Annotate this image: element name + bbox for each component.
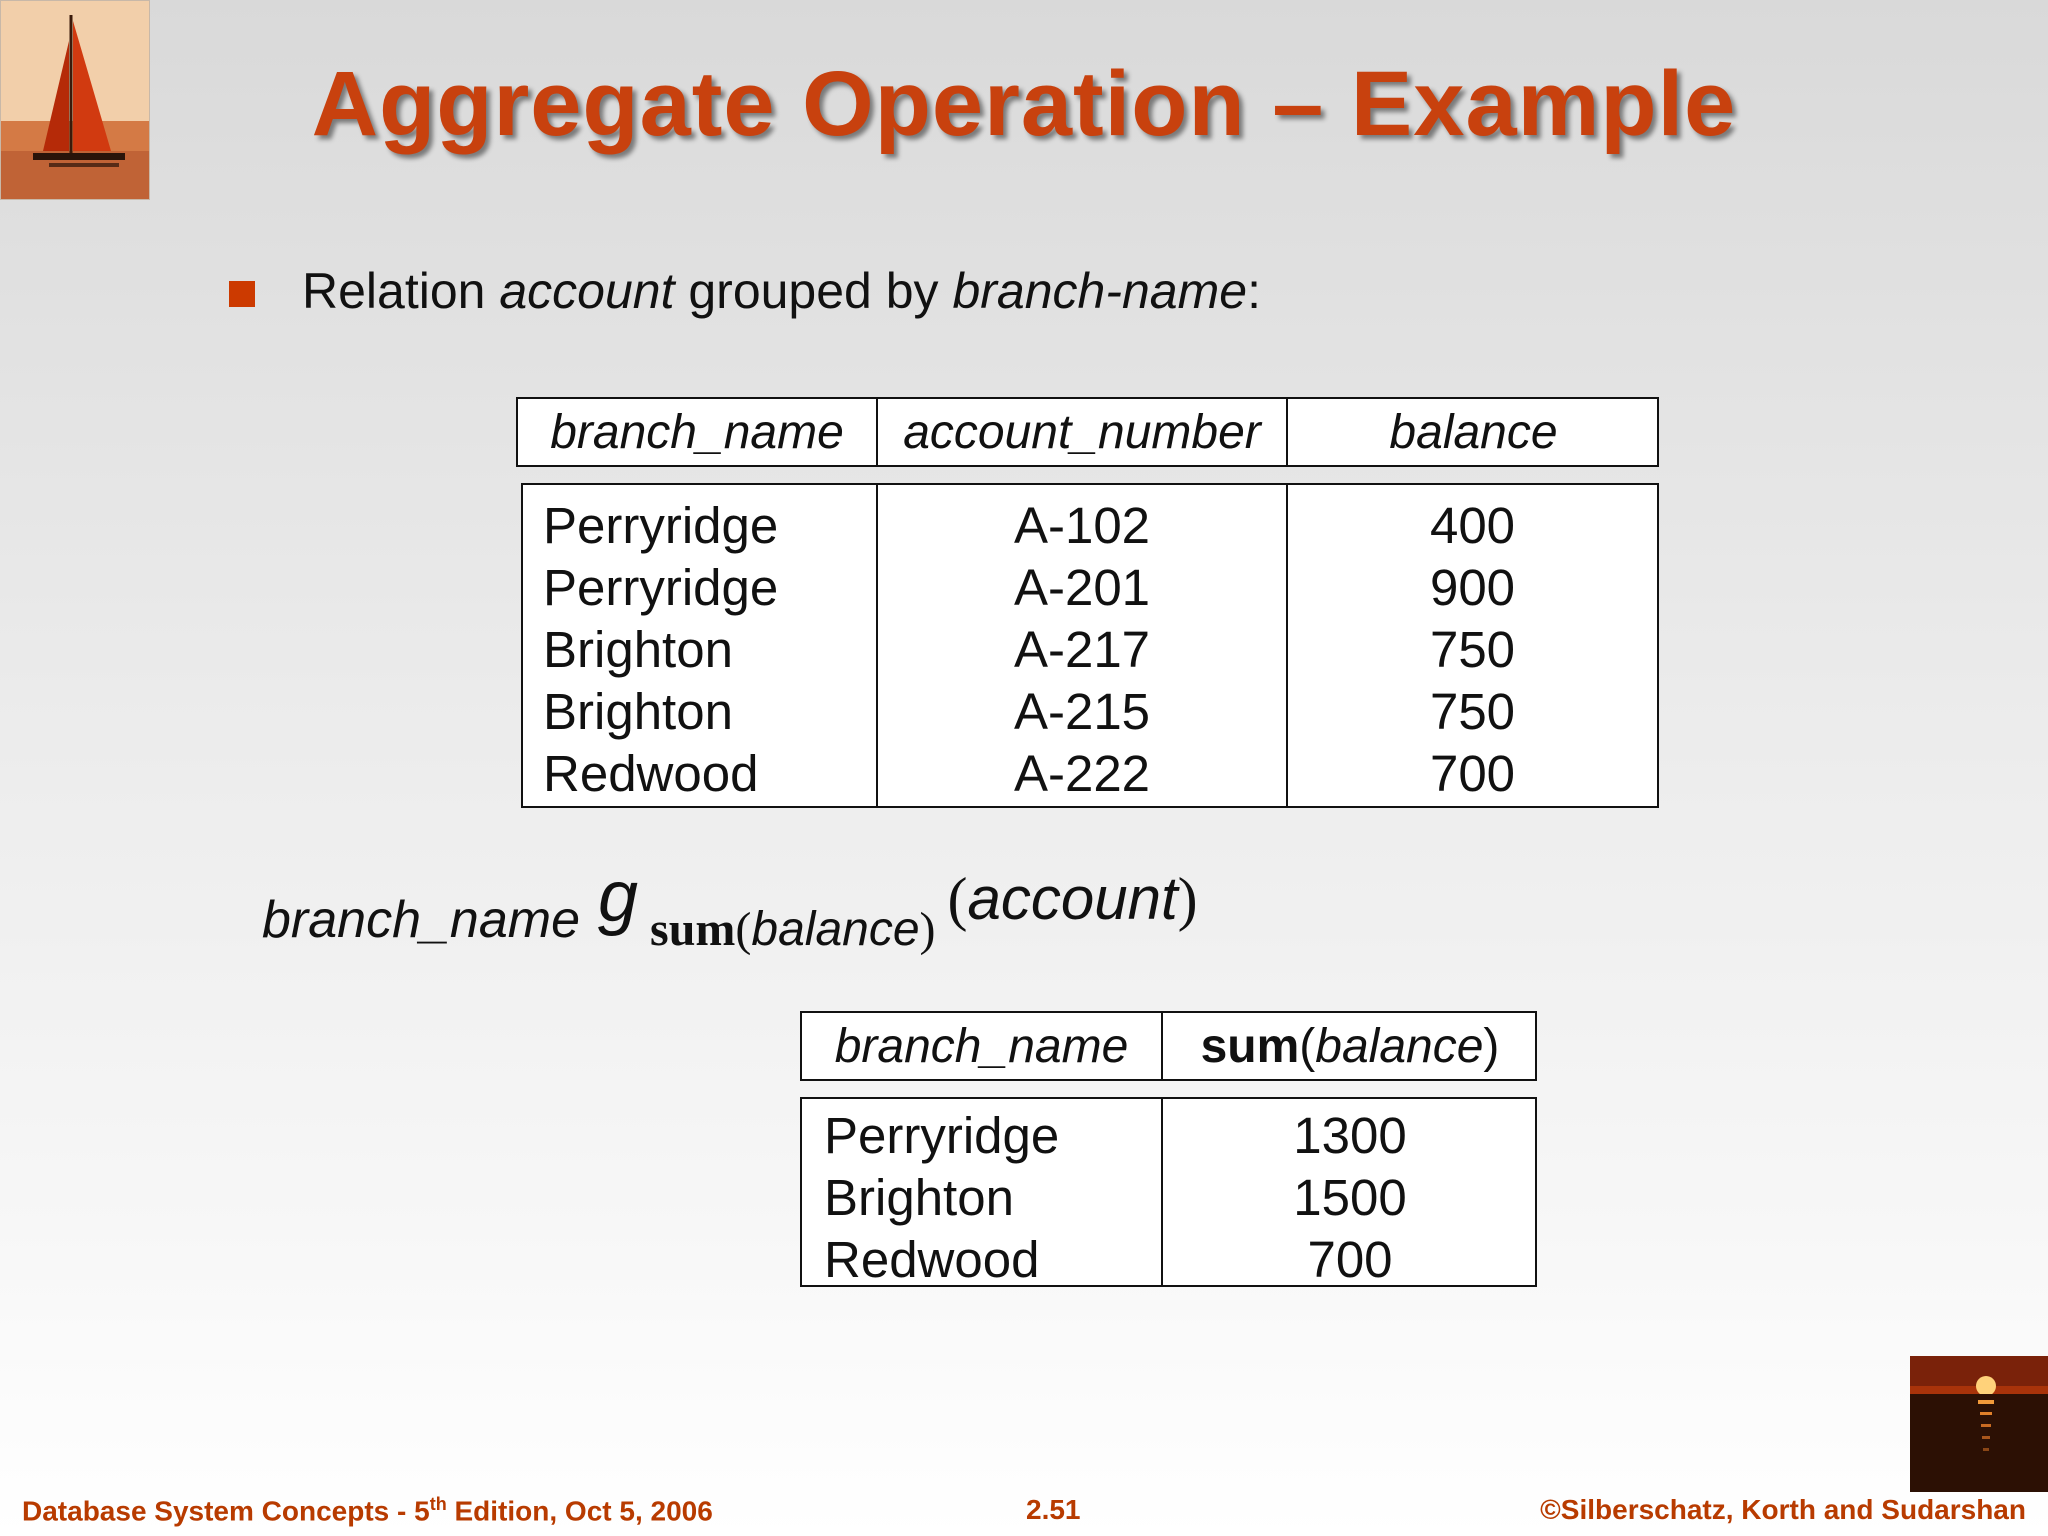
- bullet-square-icon: [229, 281, 255, 307]
- table-cell: 1300: [1293, 1107, 1407, 1164]
- slide-title: Aggregate Operation – Example: [311, 53, 1737, 155]
- col-balance: 400 900 750 750 700: [1286, 485, 1657, 806]
- result-table-body: Perryridge Brighton Redwood 1300 1500 70…: [800, 1097, 1537, 1288]
- account-table-header: branch_name account_number balance: [516, 397, 1659, 467]
- table-cell: A-222: [1013, 745, 1151, 802]
- table-cell: Redwood: [543, 745, 759, 802]
- table-cell: Brighton: [543, 683, 733, 740]
- result-table-header: branch_name sum(balance): [800, 1011, 1537, 1081]
- table-cell: 750: [1429, 621, 1516, 678]
- table-cell: Perryridge: [543, 559, 779, 616]
- col-account-number: A-102 A-201 A-217 A-215 A-222: [876, 485, 1286, 806]
- col-sum-balance: 1300 1500 700: [1161, 1099, 1537, 1288]
- expr-g-operator: g: [598, 857, 639, 937]
- sailboat-logo: [0, 0, 150, 200]
- expr-aggregate: sum(balance): [650, 903, 936, 956]
- table-cell: A-215: [1013, 683, 1151, 740]
- header-branch-name: branch_name: [550, 405, 844, 459]
- table-cell: A-201: [1013, 559, 1151, 616]
- expr-relation: (account): [947, 865, 1198, 932]
- table-cell: 1500: [1293, 1169, 1407, 1226]
- header-account-number: account_number: [876, 399, 1286, 465]
- col-branch-name: Perryridge Perryridge Brighton Brighton …: [523, 485, 876, 806]
- table-cell: 750: [1429, 683, 1516, 740]
- col-branch-name: Perryridge Brighton Redwood: [802, 1099, 1161, 1288]
- table-cell: Brighton: [543, 621, 733, 678]
- sunset-logo: [1910, 1356, 2048, 1492]
- table-cell: A-102: [1013, 497, 1151, 554]
- table-cell: A-217: [1013, 621, 1151, 678]
- footer-page-number: 2.51: [1026, 1494, 1081, 1525]
- table-cell: 700: [1429, 745, 1516, 802]
- bullet-text: Relation account grouped by branch-name:: [302, 263, 1261, 319]
- table-cell: Brighton: [824, 1169, 1014, 1226]
- header-sum-balance: sum(balance): [1161, 1013, 1537, 1079]
- expr-group-attr: branch_name: [262, 891, 580, 949]
- table-cell: 400: [1429, 497, 1516, 554]
- account-table-body: Perryridge Perryridge Brighton Brighton …: [521, 483, 1659, 808]
- footer-copyright: ©Silberschatz, Korth and Sudarshan: [1540, 1494, 2026, 1525]
- header-branch-name: branch_name: [834, 1019, 1129, 1073]
- header-balance: balance: [1286, 399, 1659, 465]
- footer-left: Database System Concepts - 5th Edition, …: [22, 1494, 713, 1527]
- table-cell: 900: [1429, 559, 1516, 616]
- table-cell: 700: [1307, 1231, 1393, 1288]
- table-cell: Perryridge: [543, 497, 779, 554]
- table-cell: Redwood: [824, 1231, 1040, 1288]
- table-cell: Perryridge: [824, 1107, 1060, 1164]
